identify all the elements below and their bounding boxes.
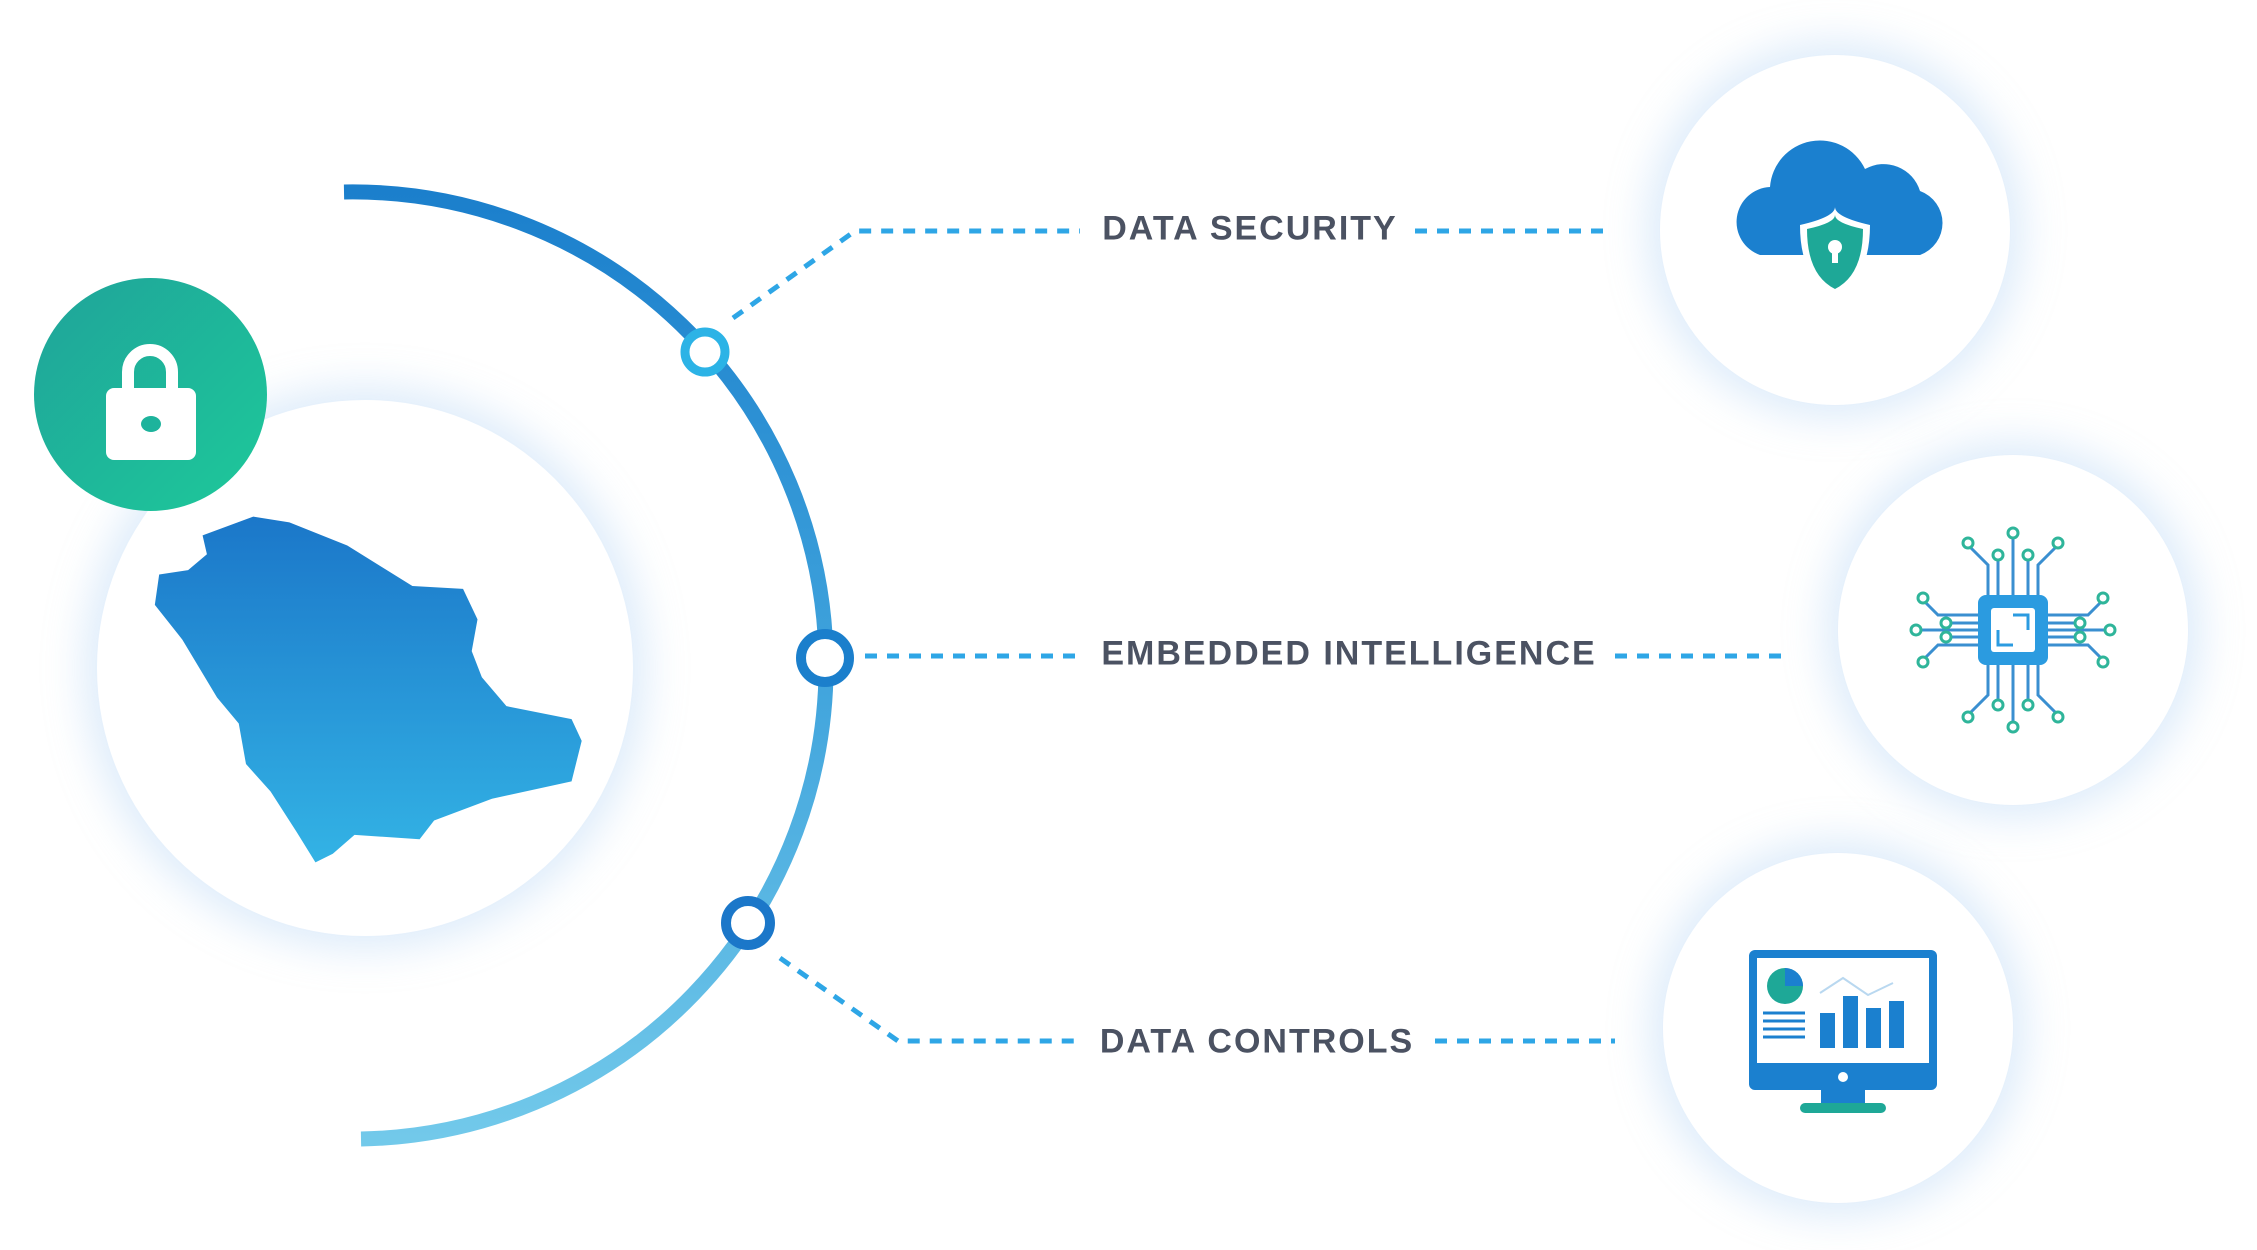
label-embedded-intelligence: EMBEDDED INTELLIGENCE [1101, 634, 1597, 673]
security-icon-circle [1660, 55, 2010, 405]
connector-controls [778, 955, 1615, 1044]
lock-badge [34, 278, 267, 511]
label-data-security: DATA SECURITY [1102, 209, 1398, 248]
cloud-shield-icon [1736, 140, 1943, 295]
node-controls[interactable] [721, 896, 775, 950]
label-data-controls: DATA CONTROLS [1099, 1022, 1415, 1061]
chip-circuit-icon [1909, 526, 2117, 734]
intelligence-icon-circle [1838, 455, 2188, 805]
controls-icon-circle [1663, 853, 2013, 1203]
monitor-dashboard-icon [1749, 950, 1937, 1113]
lock-icon [106, 344, 196, 460]
node-security[interactable] [680, 327, 730, 377]
connector-security [731, 228, 1610, 321]
saudi-arabia-map [154, 516, 582, 863]
node-intelligence[interactable] [796, 629, 854, 687]
